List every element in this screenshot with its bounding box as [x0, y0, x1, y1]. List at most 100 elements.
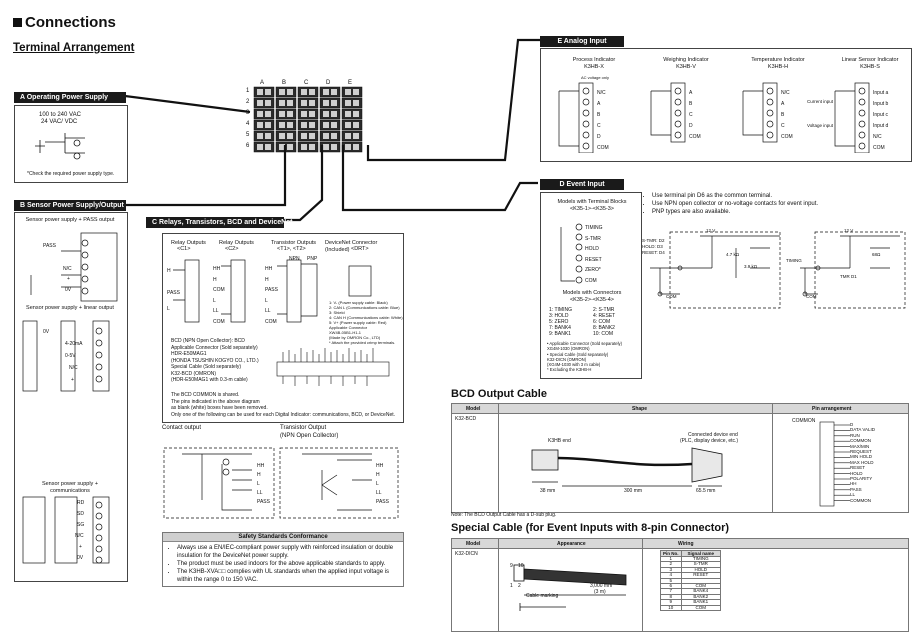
indicator-term: D	[597, 134, 601, 140]
safety-item: Always use a EN/IEC-compliant power supp…	[177, 544, 403, 560]
terminal-cell	[297, 130, 319, 142]
sensor-group2-title: Sensor power supply + linear output	[26, 305, 114, 311]
terminal-cell	[297, 108, 319, 120]
terminal-screw	[309, 111, 315, 117]
terminal-screw	[279, 89, 285, 95]
terminal-screw	[323, 133, 329, 139]
bcd-info-line: BCD (NPN Open Collector): BCD	[171, 338, 245, 344]
bcd-pin-item: POLARITY	[850, 476, 873, 482]
terminal-screw	[287, 133, 293, 139]
event-terminal-term: HOLD	[585, 246, 599, 252]
event-circuit-label: COM	[806, 294, 817, 299]
terminal-screw	[353, 122, 359, 128]
devnet-note-line: Applicable Connector	[329, 325, 368, 330]
terminal-screw	[353, 100, 359, 106]
bcd-pin-item: MAX/MIN	[850, 443, 870, 449]
sc-pin10: 10	[518, 563, 524, 569]
terminal-cell	[275, 86, 297, 98]
terminal-screw	[265, 100, 271, 106]
terminal-screw	[287, 144, 293, 150]
terminal-screw	[323, 89, 329, 95]
terminal-screw	[309, 133, 315, 139]
terminal-screw	[331, 133, 337, 139]
section-a-tag: A Operating Power Supply	[14, 92, 126, 103]
devnet-title: DeviceNet Connector (Included)	[325, 240, 378, 253]
event-terminal-diagram	[560, 223, 583, 284]
terminal-cell	[275, 130, 297, 142]
indicator-term: C	[597, 123, 601, 129]
terminal-screw	[265, 133, 271, 139]
bcd-h-pins: Pin arrangement	[812, 406, 852, 412]
devnet-sub: <DRT>	[351, 246, 369, 252]
relay1-term-h: H	[167, 268, 171, 274]
relay-transistor-diagram	[173, 259, 372, 323]
bcd-info-line: HDR-E50MAG1	[171, 351, 207, 357]
terminal-cell	[341, 130, 363, 142]
sc-pin2: 2	[518, 583, 521, 589]
terminal-screw	[265, 89, 271, 95]
b3-term-plus: +	[79, 544, 82, 550]
terminal-cell	[341, 119, 363, 131]
bcd-note-line: as blank (white) boxes have been removed…	[171, 405, 268, 411]
bcd-info-line: (HDR-E50MAG1 with 0.3-m cable)	[171, 377, 248, 383]
terminal-screw	[345, 122, 351, 128]
indicator-model: K3HB-X	[584, 64, 604, 70]
devnet-note-line: 2: CAN L (Communications cable: Blue)	[329, 305, 400, 310]
indicator-term: B	[597, 112, 601, 118]
terminal-cell	[275, 119, 297, 131]
terminal-cell	[319, 86, 341, 98]
indicator-term: B	[781, 112, 785, 118]
bcd-k3hb-end: K3HB end	[548, 438, 571, 444]
wiring-pin: 10	[660, 604, 682, 612]
square-icon	[13, 18, 22, 27]
terminal-cell	[275, 97, 297, 109]
terminal-screw	[257, 122, 263, 128]
terminal-cell	[253, 130, 275, 142]
indicator-model: K3HB-H	[767, 64, 789, 70]
b2-term-0v: 0V	[43, 329, 50, 335]
terminal-screw	[309, 144, 315, 150]
terminal-cell	[253, 86, 275, 98]
indicator-name: Temperature Indicator	[751, 57, 805, 63]
terminal-screw	[301, 144, 307, 150]
event-pin-odd: 9: BANK1	[549, 331, 571, 337]
terminal-screw	[345, 133, 351, 139]
bcd-connector-diagram	[276, 348, 390, 386]
bcd-device-end2: (PLC, display device, etc.)	[680, 438, 739, 444]
event-circuit-label: TMR D1	[840, 274, 857, 279]
terminal-screw	[345, 100, 351, 106]
bcd-pin-item: RUN	[850, 432, 860, 438]
bcd-info-line: K32-BCD (OMRON)	[171, 370, 217, 377]
terminal-screw	[353, 89, 359, 95]
devnet-note-line: (Made by OMRON Co., LTD)	[329, 335, 381, 340]
sc-h-model: Model	[466, 541, 481, 547]
indicator-term: N/C	[597, 90, 606, 96]
bcd-cable-table: Model Shape Pin arrangement K32-BCD K3HB…	[451, 403, 909, 513]
indicator-name: Process Indicator	[572, 57, 616, 63]
terminal-cell	[297, 119, 319, 131]
section-d-tag: D Event Input	[540, 179, 624, 190]
bcd-model: K32-BCD	[455, 416, 477, 422]
bcd-info-line: (HONDA TSUSHIN KOGYO CO., LTD.)	[171, 357, 259, 364]
b2-term-ma: 4-20mA	[65, 341, 83, 347]
terminal-cell	[319, 97, 341, 109]
terminal-screw	[279, 122, 285, 128]
b2-term-plus: +	[71, 377, 74, 383]
terminal-screw	[301, 111, 307, 117]
sc-length: 3,000 mm	[590, 583, 613, 589]
bcd-pin-item: LL	[850, 492, 856, 498]
b3-term-nc: N/C	[75, 533, 84, 539]
section-b-box: Sensor power supply + PASS output PASS N…	[14, 212, 128, 582]
indicator-term: COM	[689, 134, 701, 140]
indicator-term: C	[689, 112, 693, 118]
indicator-model: K3HB-S	[860, 64, 880, 70]
indicator-term: B	[689, 101, 693, 107]
